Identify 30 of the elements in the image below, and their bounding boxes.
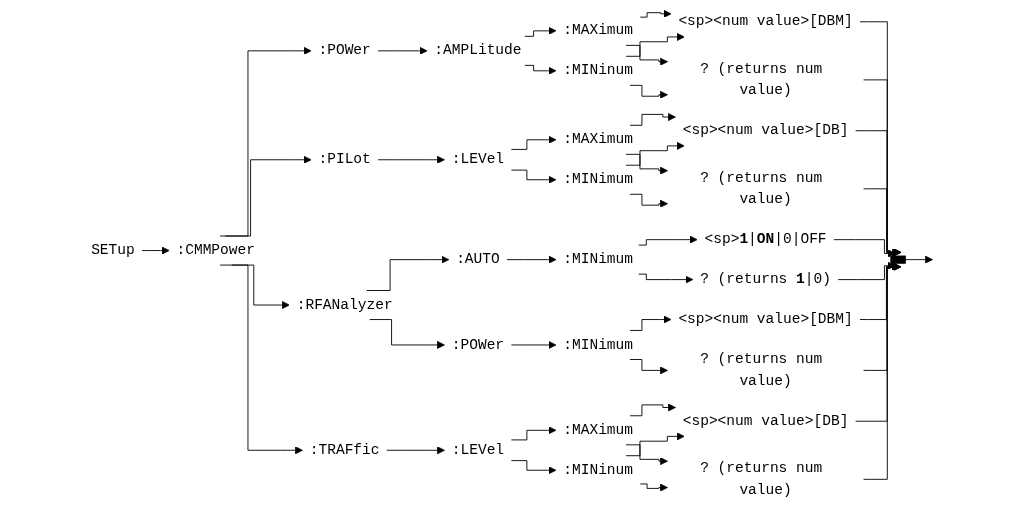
- node-bar: [890, 255, 906, 264]
- node-text: ? (returns num value): [700, 60, 823, 99]
- node-text: :POWer: [318, 42, 371, 60]
- node-text: <sp><num value>[DB]: [682, 413, 849, 430]
- node-text: :POWer: [451, 336, 505, 354]
- node-text: :RFANalyzer: [296, 296, 393, 314]
- node-text: :MINimum: [563, 251, 634, 268]
- node-text: <sp><num value>[DBM]: [678, 311, 853, 328]
- node-text: :MAXimum: [563, 422, 634, 439]
- node-text: <sp><num value>[DB]: [682, 122, 849, 139]
- node-text: :MINimum: [563, 336, 634, 354]
- node-text: ? (returns num value): [700, 460, 823, 499]
- node-text: :MAXimum: [563, 131, 634, 148]
- node-text: <sp><num value>[DBM]: [678, 13, 853, 30]
- node-text: :MINinum: [563, 62, 634, 79]
- node-text: :LEVel: [451, 442, 505, 459]
- node-text: :MAXimum: [563, 22, 634, 40]
- node-text: :MINimum: [563, 171, 634, 188]
- node-text: :AMPLitude: [434, 42, 522, 60]
- node-text: ? (returns 1|0): [700, 271, 831, 288]
- node-text: ? (returns num value): [700, 351, 823, 390]
- node-text: :LEVel: [451, 151, 505, 168]
- node-text: SETup: [91, 242, 135, 259]
- node-text: <sp>1|ON|0|OFF: [704, 231, 827, 248]
- node-text: :PILot: [318, 151, 371, 168]
- node-text: :TRAFfic: [309, 442, 380, 459]
- node-text: ? (returns num value): [700, 169, 823, 208]
- node-text: :MINinum: [563, 462, 634, 479]
- node-text: :AUTO: [456, 251, 500, 268]
- node-text: :CMMPower: [176, 242, 255, 259]
